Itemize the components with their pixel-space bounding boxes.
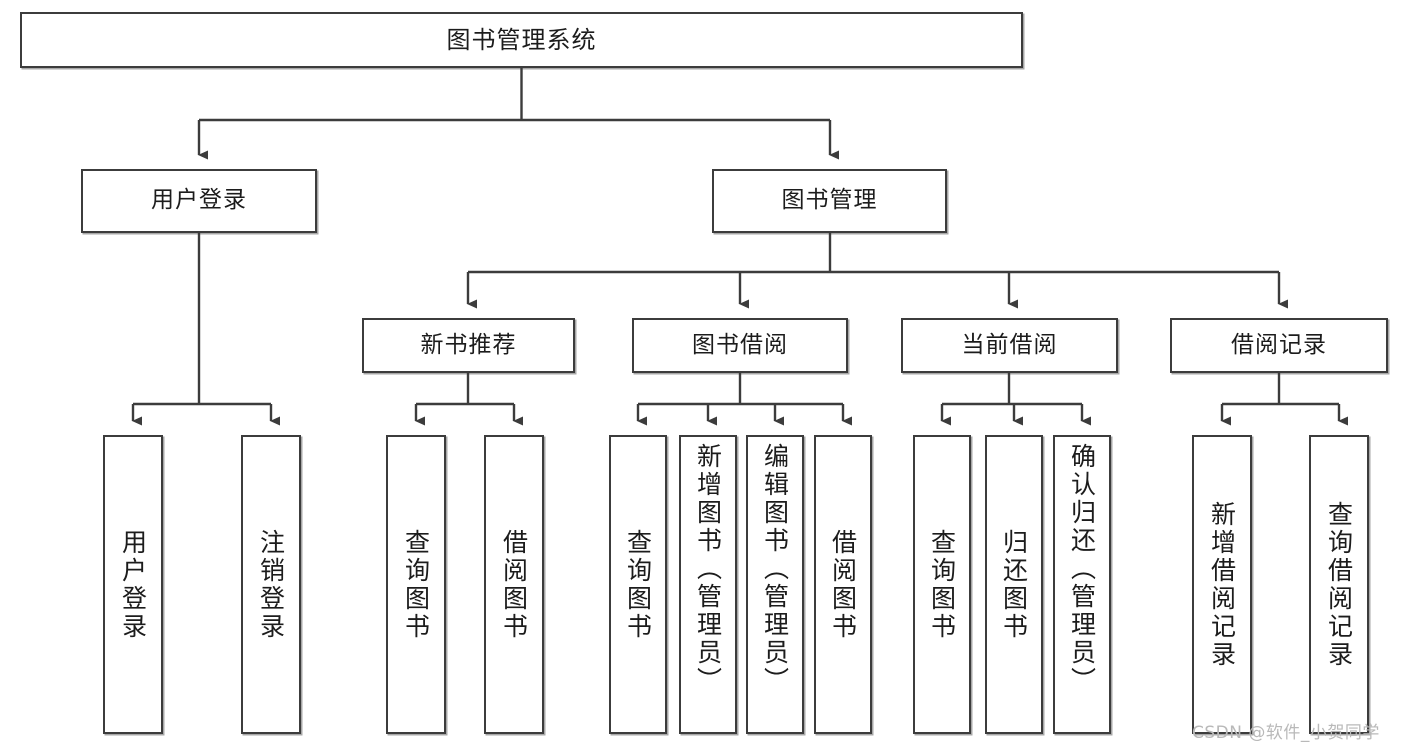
node-label: 借阅图书 <box>499 528 529 641</box>
leaf-user-logout[interactable]: 注销登录 <box>241 435 301 734</box>
node-label: 新增图书（管理员） <box>693 443 723 695</box>
node-label: 新增借阅记录 <box>1207 500 1237 669</box>
node-label: 注销登录 <box>256 528 286 641</box>
node-label: 归还图书 <box>999 528 1029 641</box>
node-new-book-recommend[interactable]: 新书推荐 <box>362 318 575 373</box>
node-label: 借阅图书 <box>828 528 858 641</box>
leaf-query-book-recommend[interactable]: 查询图书 <box>386 435 446 734</box>
node-label: 图书借阅 <box>692 331 788 358</box>
node-book-borrow[interactable]: 图书借阅 <box>632 318 848 373</box>
leaf-query-book-borrow[interactable]: 查询图书 <box>609 435 667 734</box>
leaf-confirm-return-admin[interactable]: 确认归还（管理员） <box>1053 435 1111 734</box>
node-label: 查询图书 <box>623 528 653 641</box>
node-label: 新书推荐 <box>420 331 517 358</box>
node-label: 当前借阅 <box>961 331 1058 358</box>
node-label: 确认归还（管理员） <box>1067 443 1097 695</box>
leaf-add-book-admin[interactable]: 新增图书（管理员） <box>679 435 737 734</box>
node-book-management[interactable]: 图书管理 <box>712 169 947 233</box>
node-label: 借阅记录 <box>1231 331 1327 358</box>
leaf-borrow-book-recommend[interactable]: 借阅图书 <box>484 435 544 734</box>
node-label: 查询图书 <box>927 528 957 641</box>
leaf-query-book-current[interactable]: 查询图书 <box>913 435 971 734</box>
node-label: 图书管理 <box>781 187 878 214</box>
leaf-query-borrow-record[interactable]: 查询借阅记录 <box>1309 435 1369 734</box>
leaf-return-book[interactable]: 归还图书 <box>985 435 1043 734</box>
node-label: 查询图书 <box>401 528 431 641</box>
node-label: 用户登录 <box>118 528 148 641</box>
leaf-borrow-book-borrow[interactable]: 借阅图书 <box>814 435 872 734</box>
node-label: 图书管理系统 <box>446 25 597 54</box>
node-label: 编辑图书（管理员） <box>760 443 790 695</box>
leaf-edit-book-admin[interactable]: 编辑图书（管理员） <box>746 435 804 734</box>
node-label: 查询借阅记录 <box>1324 500 1354 669</box>
leaf-add-borrow-record[interactable]: 新增借阅记录 <box>1192 435 1252 734</box>
node-label: 用户登录 <box>151 187 247 214</box>
node-current-borrow[interactable]: 当前借阅 <box>901 318 1118 373</box>
node-user-login[interactable]: 用户登录 <box>81 169 317 233</box>
leaf-user-login[interactable]: 用户登录 <box>103 435 163 734</box>
node-root-library-system[interactable]: 图书管理系统 <box>20 12 1023 68</box>
node-borrow-record[interactable]: 借阅记录 <box>1170 318 1388 373</box>
